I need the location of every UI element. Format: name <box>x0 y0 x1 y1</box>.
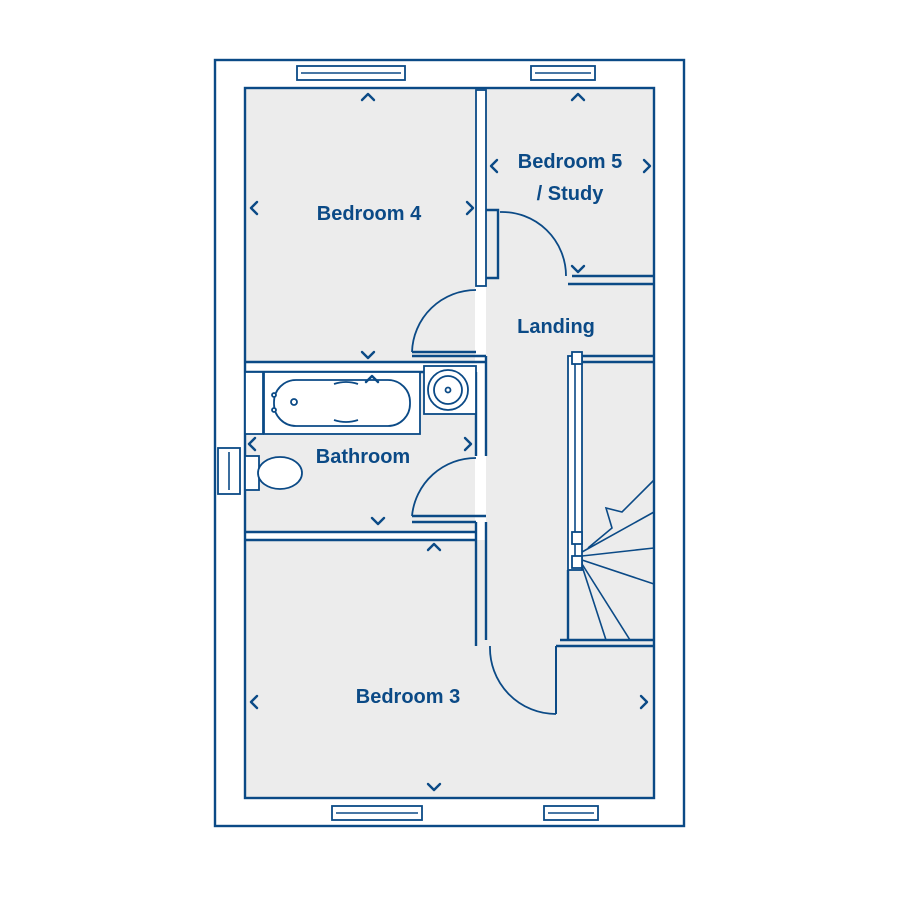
dimension-markers <box>247 92 652 792</box>
wall-bed4-bed5 <box>475 89 487 287</box>
door-bathroom <box>411 457 477 517</box>
landing-floor <box>486 276 654 356</box>
staircase <box>581 479 655 641</box>
door-bedroom5 <box>499 211 567 277</box>
label-bedroom-5-line1: Bedroom 5 <box>518 151 622 173</box>
bedroom-4-floor <box>245 88 475 362</box>
toilet-bowl <box>257 456 303 490</box>
label-bedroom-3: Bedroom 3 <box>356 686 460 708</box>
toilet-cistern <box>244 455 260 491</box>
label-bedroom-4: Bedroom 4 <box>317 203 422 225</box>
inner-wall <box>243 86 656 800</box>
door-bedroom3 <box>489 645 557 715</box>
door-bedroom4 <box>411 289 477 353</box>
label-landing: Landing <box>517 316 595 338</box>
bedroom-5-floor <box>486 88 654 276</box>
label-bedroom-5-line2: / Study <box>537 183 605 205</box>
label-bathroom: Bathroom <box>316 446 410 468</box>
